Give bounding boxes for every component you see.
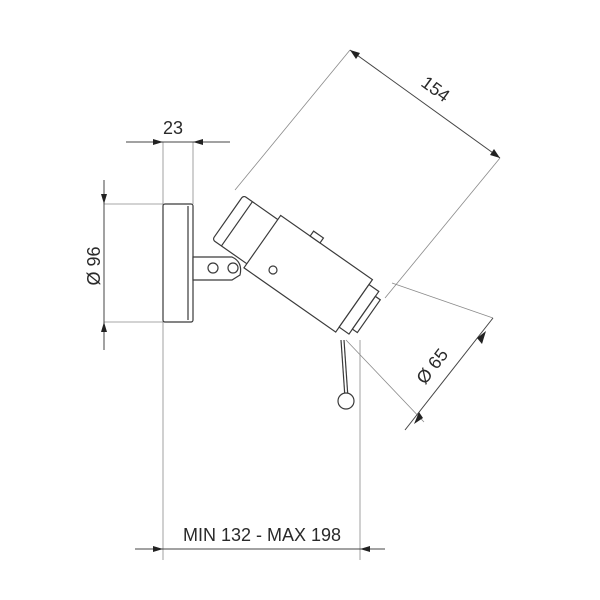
lamp-body [162, 195, 382, 410]
dim-plate-diameter: Ø 96 [84, 246, 104, 285]
pull-cord-ball [337, 392, 355, 410]
lamp-head [243, 214, 382, 335]
screw-2 [227, 262, 239, 274]
screw-1 [207, 262, 219, 274]
switch-knob [268, 265, 278, 275]
extension-lines [104, 49, 501, 560]
dim-plate-thickness: 23 [163, 118, 183, 138]
dim-projection-range: MIN 132 - MAX 198 [183, 525, 341, 545]
dim-head-length: 154 [417, 72, 453, 106]
dimension-lines [101, 49, 501, 552]
pull-cord [340, 339, 346, 399]
dim-head-diameter: Ø 65 [412, 345, 452, 388]
